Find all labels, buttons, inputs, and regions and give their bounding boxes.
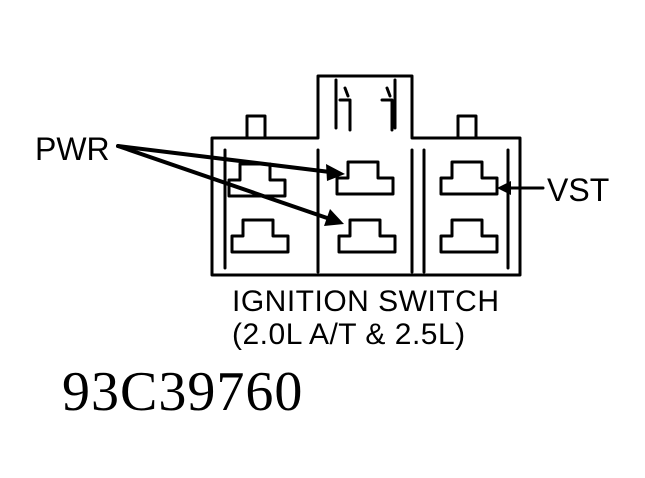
terminal-cavity-top-center xyxy=(335,160,395,196)
vst-arrowhead xyxy=(497,181,511,195)
inner-frame xyxy=(223,148,510,270)
caption-subtitle: (2.0L A/T & 2.5L) xyxy=(232,318,466,351)
pwr-arrowhead-bottom xyxy=(324,209,344,226)
right-top-tab xyxy=(456,114,478,140)
pwr-leader-bottom xyxy=(116,144,332,221)
terminal-cavity-top-left xyxy=(227,162,287,198)
left-top-tab xyxy=(245,114,267,140)
connector-housing xyxy=(210,74,522,277)
terminal-cavity-bottom-left xyxy=(230,218,290,254)
latch-detail xyxy=(334,78,397,132)
terminal-cavity-top-right xyxy=(439,160,499,196)
figure-code: 93C39760 xyxy=(62,361,304,423)
caption-title: IGNITION SWITCH xyxy=(232,285,500,318)
terminal-cavity-bottom-center xyxy=(337,218,397,254)
pwr-label: PWR xyxy=(35,131,110,167)
pwr-arrowhead-top xyxy=(326,164,345,181)
vst-label: VST xyxy=(547,172,610,208)
pwr-leader-top xyxy=(116,144,332,174)
terminal-cavity-bottom-right xyxy=(439,218,499,254)
